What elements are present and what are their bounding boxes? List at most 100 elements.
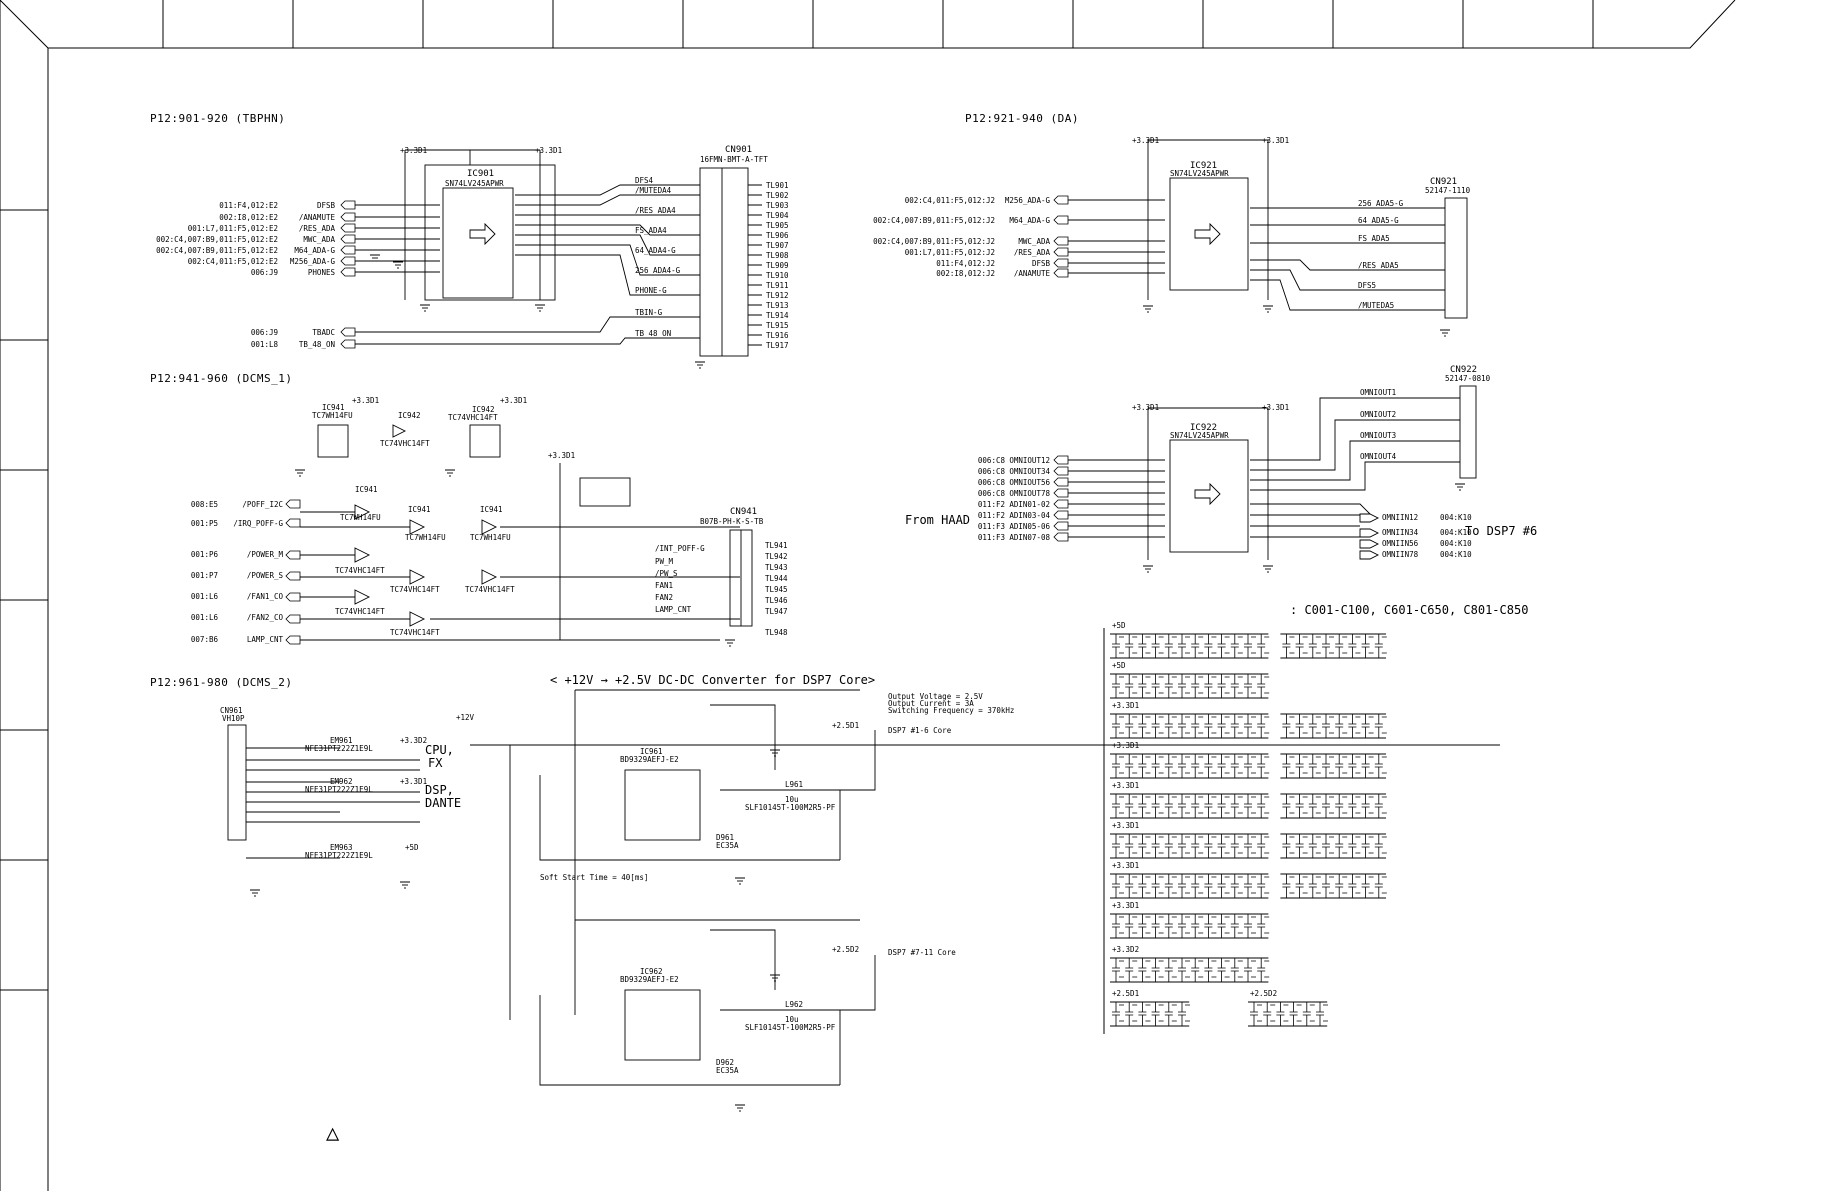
capacitor xyxy=(1138,834,1151,858)
gate-part: TC74VHC14FT xyxy=(380,439,430,448)
ic922-part: SN74LV245APWR xyxy=(1170,431,1229,440)
ferrite-part: NFE31PT222Z1E9L xyxy=(305,785,373,794)
capacitor xyxy=(1374,874,1387,898)
signal-label: FS_ADA5 xyxy=(1358,234,1390,243)
gate-part: TC74VHC14FT xyxy=(390,585,440,594)
signal-label: /FAN1_CO xyxy=(247,592,284,601)
gate-ref: IC941 xyxy=(322,403,345,412)
capacitor xyxy=(1257,634,1270,658)
capacitor xyxy=(1282,634,1295,658)
capacitor xyxy=(1282,874,1295,898)
capacitor xyxy=(1125,914,1138,938)
diode-part: EC35A xyxy=(716,1066,739,1075)
capacitor xyxy=(1217,794,1230,818)
sheet-ref: 001:P6 xyxy=(191,550,219,559)
sheet-ref: 001:L6 xyxy=(191,592,219,601)
signal-label: M64_ADA-G xyxy=(294,246,335,255)
rail-label: +3.3D1 xyxy=(500,396,527,405)
capacitor xyxy=(1178,914,1190,938)
sheet-ref: 006:C8 xyxy=(978,489,1006,498)
capacitor xyxy=(1138,914,1151,938)
capacitor xyxy=(1282,754,1295,778)
section-title-tbphn: P12:901-920 (TBPHN) xyxy=(150,112,285,125)
capacitor xyxy=(1374,714,1387,738)
sheet-ref: 001:L6 xyxy=(191,613,219,622)
capacitor xyxy=(1374,634,1387,658)
capacitor xyxy=(1374,754,1387,778)
capacitor xyxy=(1125,674,1138,698)
capacitor xyxy=(1178,714,1190,738)
capacitor xyxy=(1257,754,1270,778)
ic962-part: BD9329AEFJ-E2 xyxy=(620,975,679,984)
capacitor xyxy=(1112,834,1124,858)
rail-label: +3.3D1 xyxy=(1262,136,1289,145)
cap-group xyxy=(1110,913,1270,939)
capacitor xyxy=(1230,834,1243,858)
capacitor xyxy=(1230,914,1243,938)
testpoint-label: TL916 xyxy=(766,331,789,340)
cap-group xyxy=(1280,633,1387,659)
capacitor xyxy=(1348,794,1361,818)
capacitor xyxy=(1322,714,1334,738)
signal-label: ADIN03-04 xyxy=(1009,511,1050,520)
capacitor xyxy=(1151,1002,1164,1026)
capacitor xyxy=(1125,634,1138,658)
capacitor xyxy=(1244,674,1256,698)
capacitor xyxy=(1138,958,1151,982)
capacitor xyxy=(1308,714,1321,738)
signal-label: OMNIOUT2 xyxy=(1360,410,1396,419)
capacitor xyxy=(1348,874,1361,898)
signal-label: ADIN05-06 xyxy=(1009,522,1050,531)
capacitor xyxy=(1204,958,1217,982)
dcdc-note: Output Current = 3A xyxy=(888,699,974,708)
inductor-value: 10u xyxy=(785,795,799,804)
capacitor xyxy=(1191,714,1204,738)
capacitor xyxy=(1335,714,1348,738)
cap-group xyxy=(1280,833,1387,859)
cap-group xyxy=(1280,873,1387,899)
rail-label: +5D xyxy=(405,843,419,852)
sheet-ref: 001:L7,011:F5,012:E2 xyxy=(188,224,278,233)
sheet-ref: 001:P7 xyxy=(191,571,218,580)
rail-label: +3.3D1 xyxy=(535,146,562,155)
sheet-ref: 002:C4,011:F5,012:E2 xyxy=(188,257,278,266)
capacitor xyxy=(1244,914,1256,938)
capacitor xyxy=(1308,794,1321,818)
capacitor xyxy=(1204,794,1217,818)
sheet-ref: 011:F4,012:E2 xyxy=(219,201,278,210)
capacitor xyxy=(1112,914,1124,938)
ferrite-ref: EM961 xyxy=(330,736,353,745)
cap-group xyxy=(1248,1001,1328,1027)
capacitor xyxy=(1244,874,1256,898)
section-title-da: P12:921-940 (DA) xyxy=(965,112,1079,125)
signal-label: DFSB xyxy=(317,201,336,210)
capacitor xyxy=(1217,754,1230,778)
signal-label: PW_M xyxy=(655,557,674,566)
signal-label: /RES_ADA4 xyxy=(635,206,676,215)
inductor-ref: L962 xyxy=(785,1000,803,1009)
capacitor xyxy=(1348,714,1361,738)
sheet-ref: 002:C4,007:B9,011:F5,012:E2 xyxy=(156,246,278,255)
signal-label: 256_ADA4-G xyxy=(635,266,681,275)
cn941-signal-labels: /INT_POFF-G PW_M /PW_S FAN1 FAN2 LAMP_CN… xyxy=(655,544,705,614)
capacitor xyxy=(1164,794,1177,818)
capacitor xyxy=(1250,1002,1262,1026)
capacitor xyxy=(1335,754,1348,778)
ic921-ref: IC921 xyxy=(1190,161,1217,171)
sheet-ref: 001:P5 xyxy=(191,519,218,528)
capacitor xyxy=(1164,914,1177,938)
signal-label: OMNIIN78 xyxy=(1382,550,1419,559)
capacitor xyxy=(1112,1002,1124,1026)
dcdc-note: Switching Frequency = 370kHz xyxy=(888,706,1014,715)
capacitor xyxy=(1295,714,1308,738)
sheet-ref: 002:C4,011:F5,012:J2 xyxy=(905,196,995,205)
testpoint-label: TL941 xyxy=(765,541,788,550)
capacitor xyxy=(1125,834,1138,858)
capacitor xyxy=(1230,754,1243,778)
capacitor xyxy=(1138,874,1151,898)
sheet-ref: 002:C4,007:B9,011:F5,012:E2 xyxy=(156,235,278,244)
capacitor xyxy=(1204,674,1217,698)
signal-label: FAN2 xyxy=(655,593,673,602)
capacitor xyxy=(1112,794,1124,818)
capacitor xyxy=(1308,834,1321,858)
